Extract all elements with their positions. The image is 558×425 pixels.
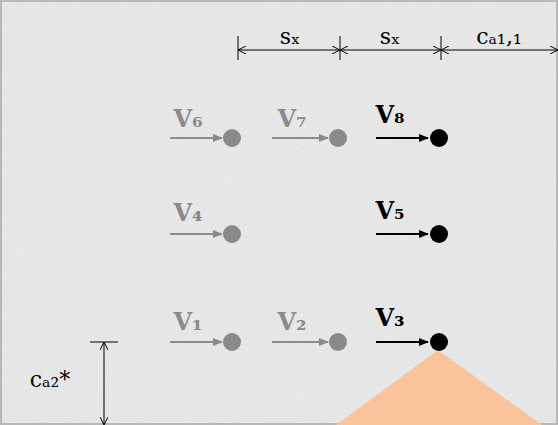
shear-load-label: V₆ (173, 107, 202, 131)
dimension-line (90, 342, 118, 424)
dimension-label: sₓ (280, 26, 301, 48)
anchor-group-edge (376, 129, 448, 351)
shear-load-label: V₁ (173, 310, 202, 334)
shear-load-label: V₃ (375, 306, 404, 330)
dimension-label: cₐ₂* (30, 369, 71, 391)
shear-load-label: V₇ (277, 107, 306, 131)
shear-load-label: V₈ (375, 103, 404, 127)
shear-load-label: V₅ (375, 199, 404, 223)
shear-load-label: V₂ (277, 310, 306, 334)
anchor-group-grey (170, 129, 347, 351)
dimension-label: cₐ₁,₁ (476, 26, 521, 48)
dimension-label: sₓ (380, 26, 401, 48)
shear-load-label: V₄ (173, 201, 202, 225)
breakout-cone (336, 350, 542, 425)
